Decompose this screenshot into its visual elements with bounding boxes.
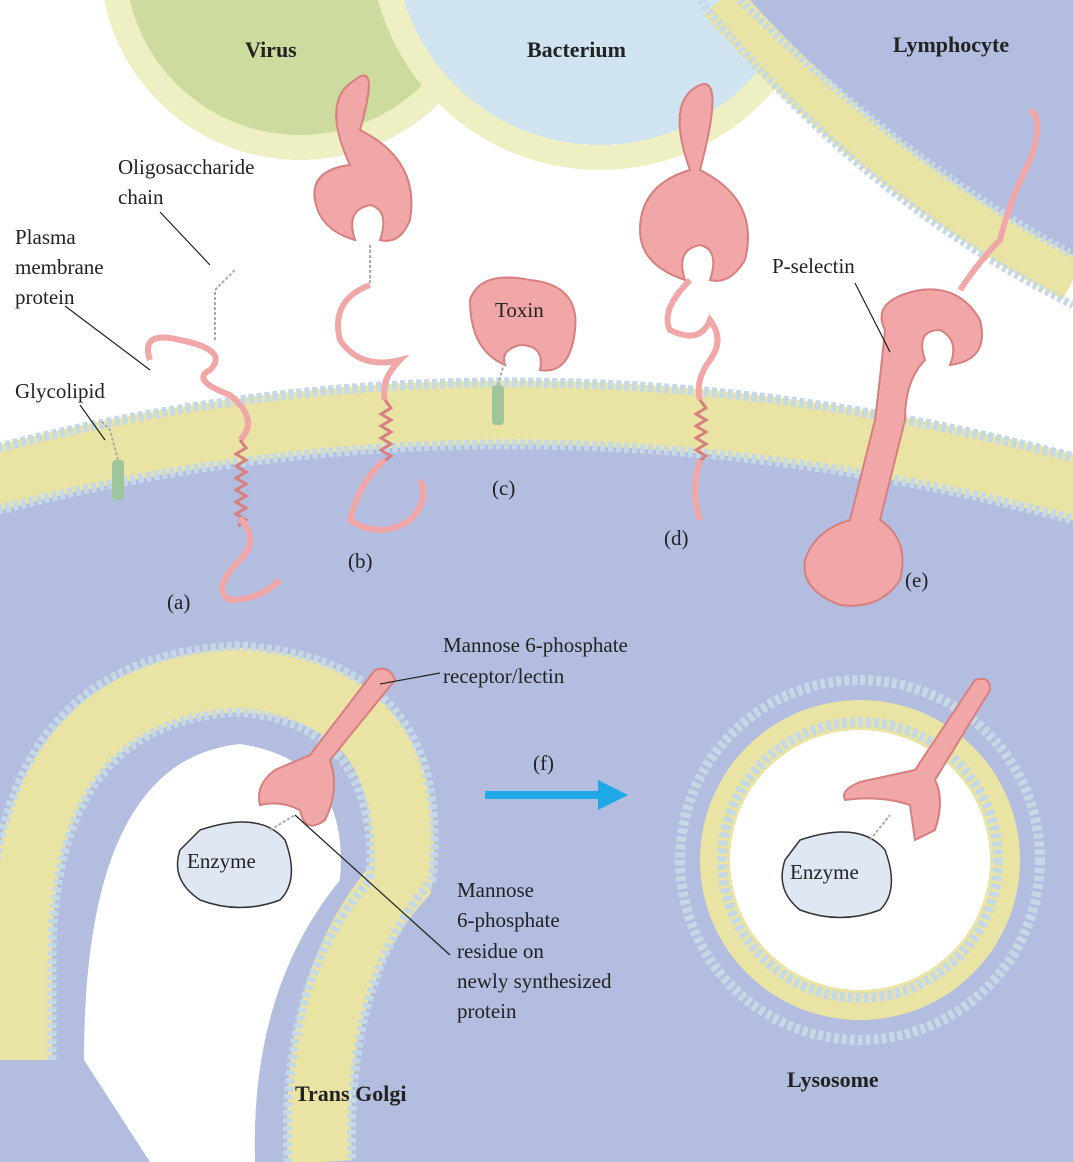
label-glycolipid: Glycolipid	[15, 379, 105, 403]
label-lysosome: Lysosome	[787, 1067, 879, 1092]
label-m6p-receptor-2: receptor/lectin	[443, 664, 565, 688]
label-p-selectin: P-selectin	[772, 254, 855, 278]
label-c: (c)	[492, 476, 515, 500]
label-oligosaccharide-2: chain	[118, 185, 164, 209]
label-e: (e)	[905, 568, 928, 592]
label-m6p-residue-1: Mannose	[457, 878, 534, 902]
label-f: (f)	[533, 751, 554, 775]
label-a: (a)	[167, 590, 190, 614]
label-m6p-residue-2: 6-phosphate	[457, 908, 560, 932]
label-m6p-residue-3: residue on	[457, 939, 544, 963]
label-b: (b)	[348, 549, 373, 573]
label-toxin: Toxin	[495, 298, 544, 322]
label-enzyme-golgi: Enzyme	[187, 849, 256, 873]
label-d: (d)	[664, 526, 689, 550]
label-pm-protein-3: protein	[15, 285, 75, 309]
label-lymphocyte: Lymphocyte	[893, 32, 1009, 57]
label-trans-golgi: Trans Golgi	[295, 1081, 406, 1106]
label-m6p-residue-4: newly synthesized	[457, 969, 612, 993]
label-pm-protein-2: membrane	[15, 255, 104, 279]
label-m6p-receptor-1: Mannose 6-phosphate	[443, 633, 628, 657]
label-enzyme-lysosome: Enzyme	[790, 860, 859, 884]
label-virus: Virus	[245, 37, 297, 62]
label-pm-protein-1: Plasma	[15, 225, 76, 249]
label-bacterium: Bacterium	[527, 37, 626, 62]
label-m6p-residue-5: protein	[457, 999, 517, 1023]
label-oligosaccharide-1: Oligosaccharide	[118, 155, 254, 179]
